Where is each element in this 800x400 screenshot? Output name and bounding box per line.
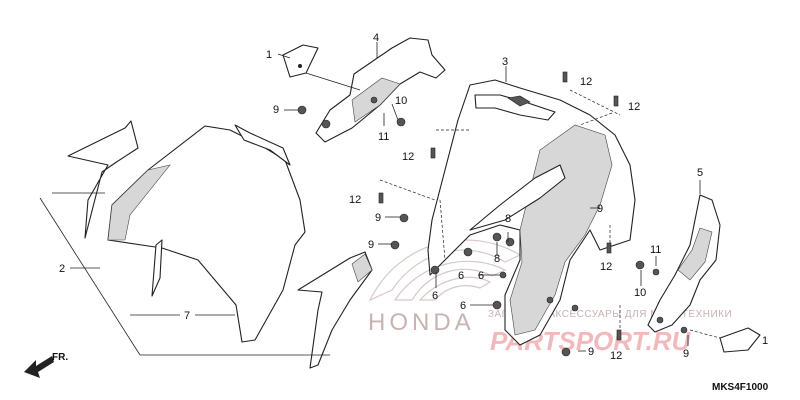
callout-12: 12 bbox=[349, 194, 361, 206]
callout-6: 6 bbox=[460, 300, 466, 312]
callout-4: 4 bbox=[373, 32, 379, 44]
callout-9: 9 bbox=[597, 203, 603, 215]
callout-6: 6 bbox=[432, 290, 438, 302]
callout-9: 9 bbox=[375, 212, 381, 224]
callout-1: 1 bbox=[266, 49, 272, 61]
callout-9: 9 bbox=[368, 239, 374, 251]
part-4-upper-bracket bbox=[315, 37, 446, 143]
callout-12: 12 bbox=[580, 76, 592, 88]
callout-12: 12 bbox=[402, 151, 414, 163]
leader-lines bbox=[39, 42, 721, 356]
diagram-code: MKS4F1000 bbox=[712, 382, 769, 393]
watermark-brand: HONDA bbox=[368, 309, 475, 336]
callout-11: 11 bbox=[378, 131, 389, 143]
callout-5: 5 bbox=[697, 167, 703, 179]
callout-7: 7 bbox=[184, 310, 190, 322]
callout-8: 8 bbox=[494, 253, 500, 265]
callout-8: 8 bbox=[505, 213, 511, 225]
callout-9: 9 bbox=[588, 346, 594, 358]
part-7-cowl-left bbox=[107, 124, 306, 343]
front-direction-arrow: FR. bbox=[24, 352, 68, 378]
bolt-hardware bbox=[297, 71, 688, 357]
callout-10: 10 bbox=[634, 287, 646, 299]
callout-3: 3 bbox=[502, 56, 508, 68]
callout-12: 12 bbox=[600, 261, 612, 273]
callout-10: 10 bbox=[395, 95, 407, 107]
part-1-plate-right bbox=[719, 327, 761, 353]
callout-12: 12 bbox=[610, 350, 622, 362]
callout-6: 6 bbox=[458, 270, 464, 282]
part-3-inner-fairing bbox=[390, 79, 636, 346]
part-2-side-cover-left bbox=[67, 120, 139, 239]
callout-1: 1 bbox=[762, 335, 768, 347]
callout-9: 9 bbox=[273, 104, 279, 116]
callout-6: 6 bbox=[478, 270, 484, 282]
callout-12: 12 bbox=[628, 101, 640, 113]
part-1-plate-left bbox=[282, 44, 319, 78]
part-5-right-bracket bbox=[635, 194, 721, 333]
direction-label: FR. bbox=[52, 352, 68, 363]
part-lower-cover-center bbox=[297, 251, 373, 369]
watermark-tagline: ЗАПЧАСТИ АКСЕССУАРЫ ДЛЯ МОТОТЕХНИКИ bbox=[488, 309, 732, 320]
callout-9: 9 bbox=[683, 348, 689, 360]
callout-2: 2 bbox=[59, 263, 65, 275]
callout-11: 11 bbox=[650, 244, 661, 256]
